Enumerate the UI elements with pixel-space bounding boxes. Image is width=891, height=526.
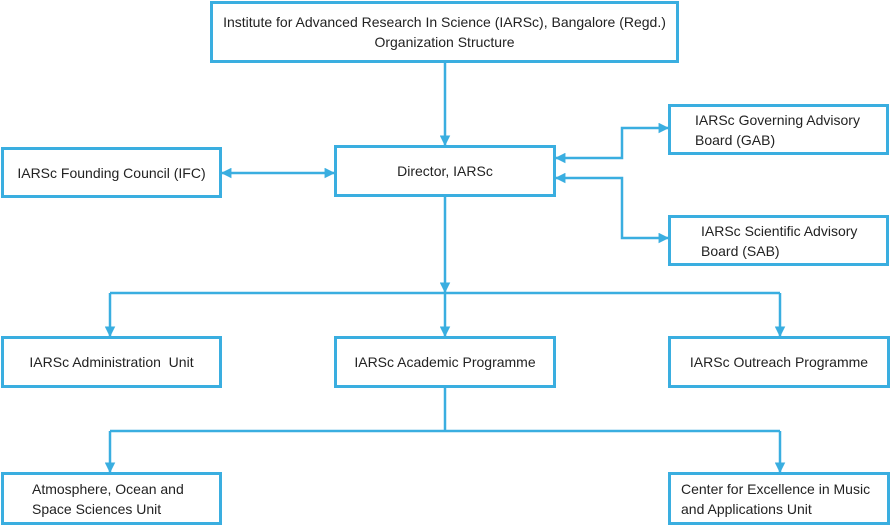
sab-line-1: IARSc Scientific Advisory (701, 222, 858, 239)
outreach-box: IARSc Outreach Programme (668, 336, 890, 388)
atmosphere-line-1: Atmosphere, Ocean and (32, 480, 184, 497)
gab-line-2: Board (GAB) (695, 131, 776, 148)
atmosphere-line-2: Space Sciences Unit (32, 500, 162, 517)
music-line-2: and Applications Unit (681, 500, 812, 517)
sab-line-2: Board (SAB) (701, 242, 780, 259)
atmosphere-box: Atmosphere, Ocean and Space Sciences Uni… (1, 472, 222, 525)
administration-box: IARSc Administration Unit (1, 336, 222, 388)
administration-label: IARSc Administration Unit (29, 354, 194, 370)
gab-line-1: IARSc Governing Advisory (695, 111, 860, 128)
title-line-1: Institute for Advanced Research In Scien… (223, 14, 666, 30)
founding-council-box: IARSc Founding Council (IFC) (1, 147, 222, 198)
gab-box: IARSc Governing Advisory Board (GAB) (668, 104, 889, 155)
connector-director-sab (554, 172, 670, 244)
sab-box: IARSc Scientific Advisory Board (SAB) (668, 215, 889, 266)
connector-director-gab (554, 122, 670, 164)
music-line-1: Center for Excellence in Music (681, 480, 871, 497)
director-box: Director, IARSc (334, 145, 556, 197)
title-box: Institute for Advanced Research In Scien… (210, 1, 679, 63)
title-line-2: Organization Structure (374, 34, 515, 50)
outreach-label: IARSc Outreach Programme (689, 354, 869, 370)
founding-council-label: IARSc Founding Council (IFC) (17, 164, 206, 181)
director-label: Director, IARSc (397, 163, 493, 179)
academic-label: IARSc Academic Programme (354, 354, 536, 370)
music-box: Center for Excellence in Music and Appli… (668, 472, 890, 525)
academic-box: IARSc Academic Programme (334, 336, 556, 388)
